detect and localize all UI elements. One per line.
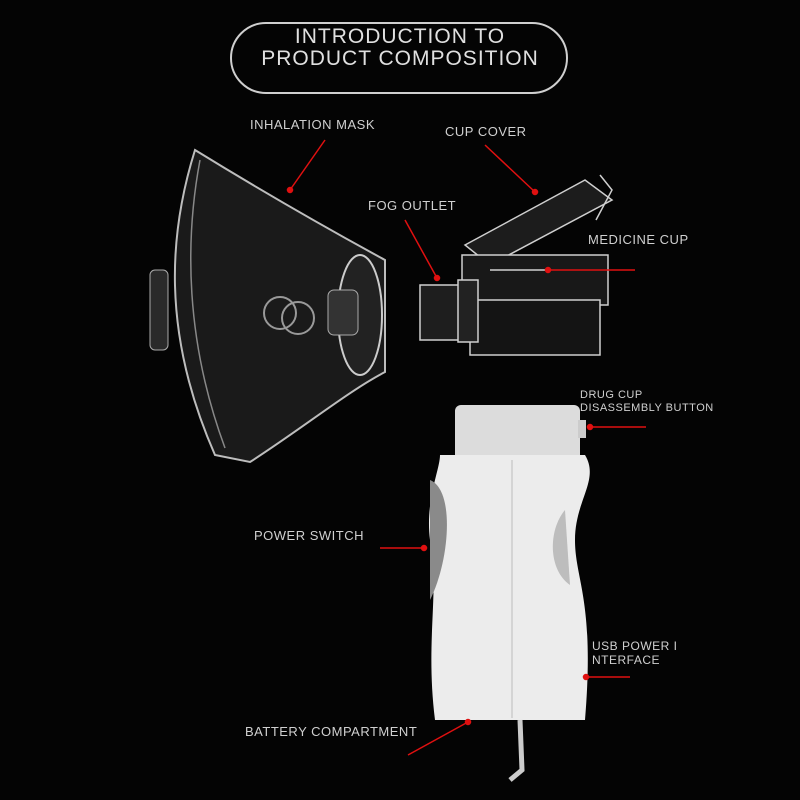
label-power-switch: POWER SWITCH — [254, 528, 364, 543]
label-inhalation-mask: INHALATION MASK — [250, 117, 376, 132]
pointer-lines — [286, 139, 646, 756]
medicine-cup-image — [419, 174, 614, 356]
title-line-1: INTRODUCTION TO — [294, 25, 506, 48]
label-medicine-cup: MEDICINE CUP — [588, 232, 689, 247]
label-battery-compartment: BATTERY COMPARTMENT — [245, 724, 418, 739]
label-drug-cup-button-1: DRUG CUP — [580, 389, 643, 401]
title-line-2: PRODUCT COMPOSITION — [261, 47, 539, 70]
nebulizer-body-image — [428, 405, 590, 782]
label-fog-outlet: FOG OUTLET — [368, 198, 457, 213]
label-drug-cup-button-2: DISASSEMBLY BUTTON — [580, 402, 714, 414]
label-usb-1: USB POWER I — [592, 639, 678, 653]
title-frame — [230, 22, 568, 94]
inhalation-mask-image — [149, 148, 386, 464]
label-cup-cover: CUP COVER — [445, 124, 527, 139]
label-usb-2: NTERFACE — [592, 653, 661, 667]
